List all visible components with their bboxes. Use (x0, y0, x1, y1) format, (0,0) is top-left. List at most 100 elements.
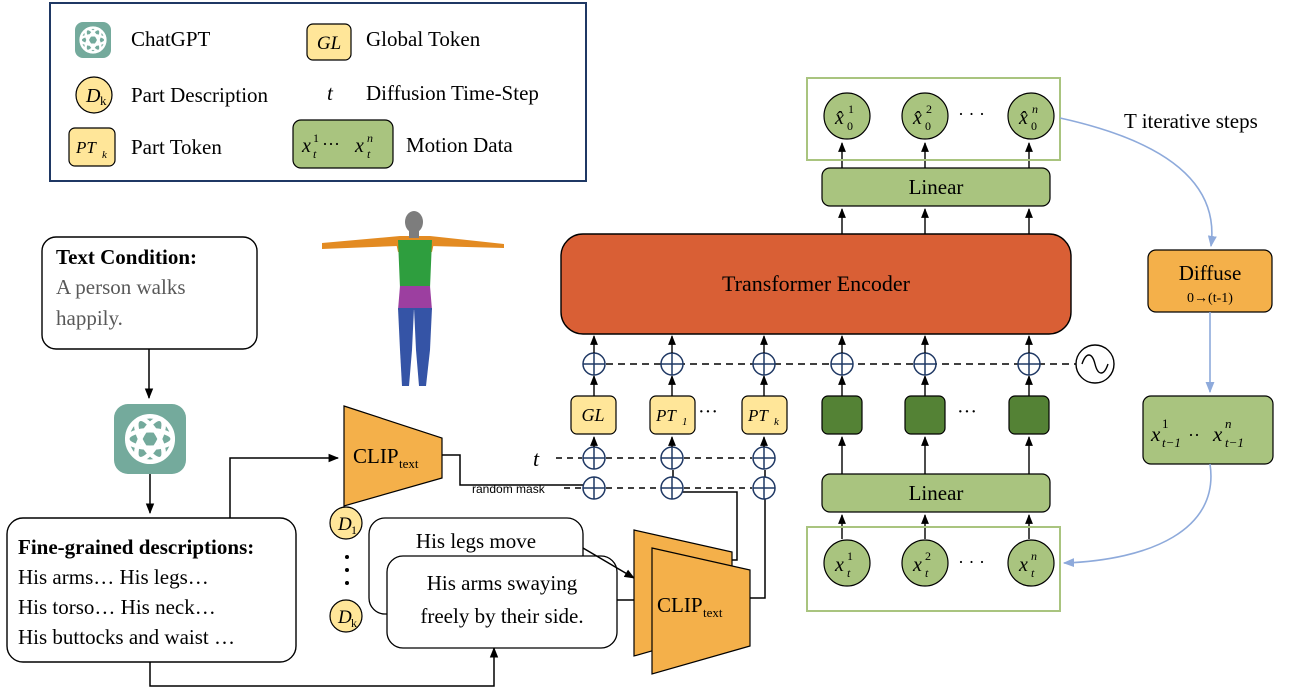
svg-text:2: 2 (926, 102, 932, 116)
global-token-icon: GL (306, 23, 352, 61)
svg-text:0: 0 (925, 119, 931, 133)
plus-node (582, 352, 606, 376)
svg-text:0: 0 (847, 119, 853, 133)
svg-text:0→(t-1): 0→(t-1) (1187, 291, 1233, 306)
plus-node (752, 446, 776, 470)
svg-text:··: ·· (1188, 425, 1200, 445)
motion-embedding (821, 395, 863, 435)
input-frame (806, 526, 1061, 612)
svg-text:GL: GL (581, 405, 604, 425)
svg-text:x̂: x̂ (834, 107, 844, 129)
legend-global-token-label: Global Token (366, 27, 481, 51)
gl-token: GL (570, 395, 617, 435)
line-clip-to-gl (442, 454, 595, 486)
svg-text:PT: PT (747, 406, 769, 425)
svg-text:n: n (1225, 416, 1232, 431)
fine-grained-line1: His arms… His legs… (18, 565, 209, 589)
timestep-label: t (533, 446, 540, 471)
chatgpt-icon (75, 22, 111, 58)
part-desc-d1: D 1 (329, 506, 363, 540)
fine-grained-title: Fine-grained descriptions: (18, 535, 254, 559)
linear-bottom: Linear (821, 473, 1051, 513)
svg-text:t−1: t−1 (1162, 435, 1181, 450)
svg-text:CLIP: CLIP (353, 444, 399, 468)
svg-text:n: n (1032, 102, 1038, 116)
svg-text:x: x (834, 554, 844, 576)
svg-text:text: text (399, 456, 419, 471)
arrow-descriptions-to-clip (229, 453, 340, 518)
plus-node (582, 446, 606, 470)
pt1-token: PT 1 (649, 395, 696, 435)
plus-node (1017, 352, 1041, 376)
arrow-output-to-diffuse (1059, 117, 1217, 248)
vertical-dots (345, 555, 349, 585)
svg-text:k: k (100, 93, 107, 108)
output-frame (806, 77, 1061, 161)
x-prev-box: x 1 t−1 ·· x n t−1 (1142, 395, 1274, 465)
part-token-icon: PT k (68, 127, 116, 167)
embedding-dots: ··· (957, 401, 977, 423)
svg-text:k: k (102, 149, 108, 161)
svg-text:Transformer Encoder: Transformer Encoder (722, 271, 911, 296)
svg-text:···: ··· (322, 134, 340, 154)
svg-text:k: k (774, 416, 780, 428)
arrow-xprev-to-input (1062, 463, 1212, 568)
svg-text:t: t (925, 566, 929, 580)
diffuse-box: Diffuse 0→(t-1) (1147, 249, 1273, 313)
plus-node (830, 352, 854, 376)
output-x0-1: x̂ 0 1 (823, 92, 871, 140)
plus-node (660, 476, 684, 500)
svg-text:t: t (1031, 566, 1035, 580)
plus-node (660, 352, 684, 376)
svg-text:Linear: Linear (909, 481, 964, 505)
output-x0-2: x̂ 0 2 (901, 92, 949, 140)
svg-text:x: x (301, 135, 311, 157)
positional-encoding-icon (1075, 344, 1115, 384)
legend-timestep-label: Diffusion Time-Step (366, 81, 539, 105)
svg-text:PT: PT (75, 138, 97, 157)
svg-text:1: 1 (848, 102, 854, 116)
clip-text-encoder-parts: CLIP text (633, 529, 751, 675)
svg-text:t: t (313, 147, 317, 161)
motion-embedding (1008, 395, 1050, 435)
random-mask-label: random mask (472, 482, 546, 496)
svg-text:x̂: x̂ (912, 107, 922, 129)
svg-text:x: x (354, 135, 364, 157)
svg-text:t: t (847, 566, 851, 580)
legend-motion-data-label: Motion Data (406, 133, 513, 157)
part-description-front-box: His arms swaying freely by their side. (386, 555, 618, 649)
plus-node (752, 352, 776, 376)
svg-text:His arms swaying: His arms swaying (427, 571, 578, 595)
input-dots: · · · (958, 552, 985, 572)
svg-text:k: k (351, 616, 357, 630)
plus-node (913, 352, 937, 376)
input-xt-2: x 2 t (901, 539, 949, 587)
svg-text:1: 1 (351, 523, 357, 537)
human-body-figure (322, 211, 504, 386)
output-dots: · · · (958, 104, 985, 124)
svg-text:D: D (337, 514, 352, 535)
svg-text:text: text (703, 605, 723, 620)
clip-text-encoder-main: CLIP text (343, 405, 443, 507)
legend-part-description-label: Part Description (131, 83, 269, 107)
line-clip-to-ptk (750, 470, 766, 599)
chatgpt-icon-large (114, 404, 186, 474)
svg-text:n: n (1031, 549, 1037, 563)
input-xt-n: x n t (1007, 539, 1055, 587)
part-description-icon: D k (75, 76, 113, 114)
svg-text:x: x (1150, 422, 1161, 446)
svg-text:Diffuse: Diffuse (1179, 261, 1242, 285)
svg-text:x: x (912, 554, 922, 576)
svg-text:1: 1 (1162, 416, 1169, 431)
part-desc-dk: D k (329, 599, 363, 633)
motion-embedding (904, 395, 946, 435)
svg-text:GL: GL (317, 33, 341, 54)
fine-grained-box: Fine-grained descriptions: His arms… His… (6, 517, 297, 663)
svg-text:x: x (1212, 422, 1223, 446)
svg-text:x̂: x̂ (1018, 107, 1028, 129)
svg-text:n: n (367, 131, 373, 145)
svg-text:1: 1 (682, 416, 688, 428)
text-condition-title: Text Condition: (56, 245, 197, 269)
plus-node (660, 446, 684, 470)
